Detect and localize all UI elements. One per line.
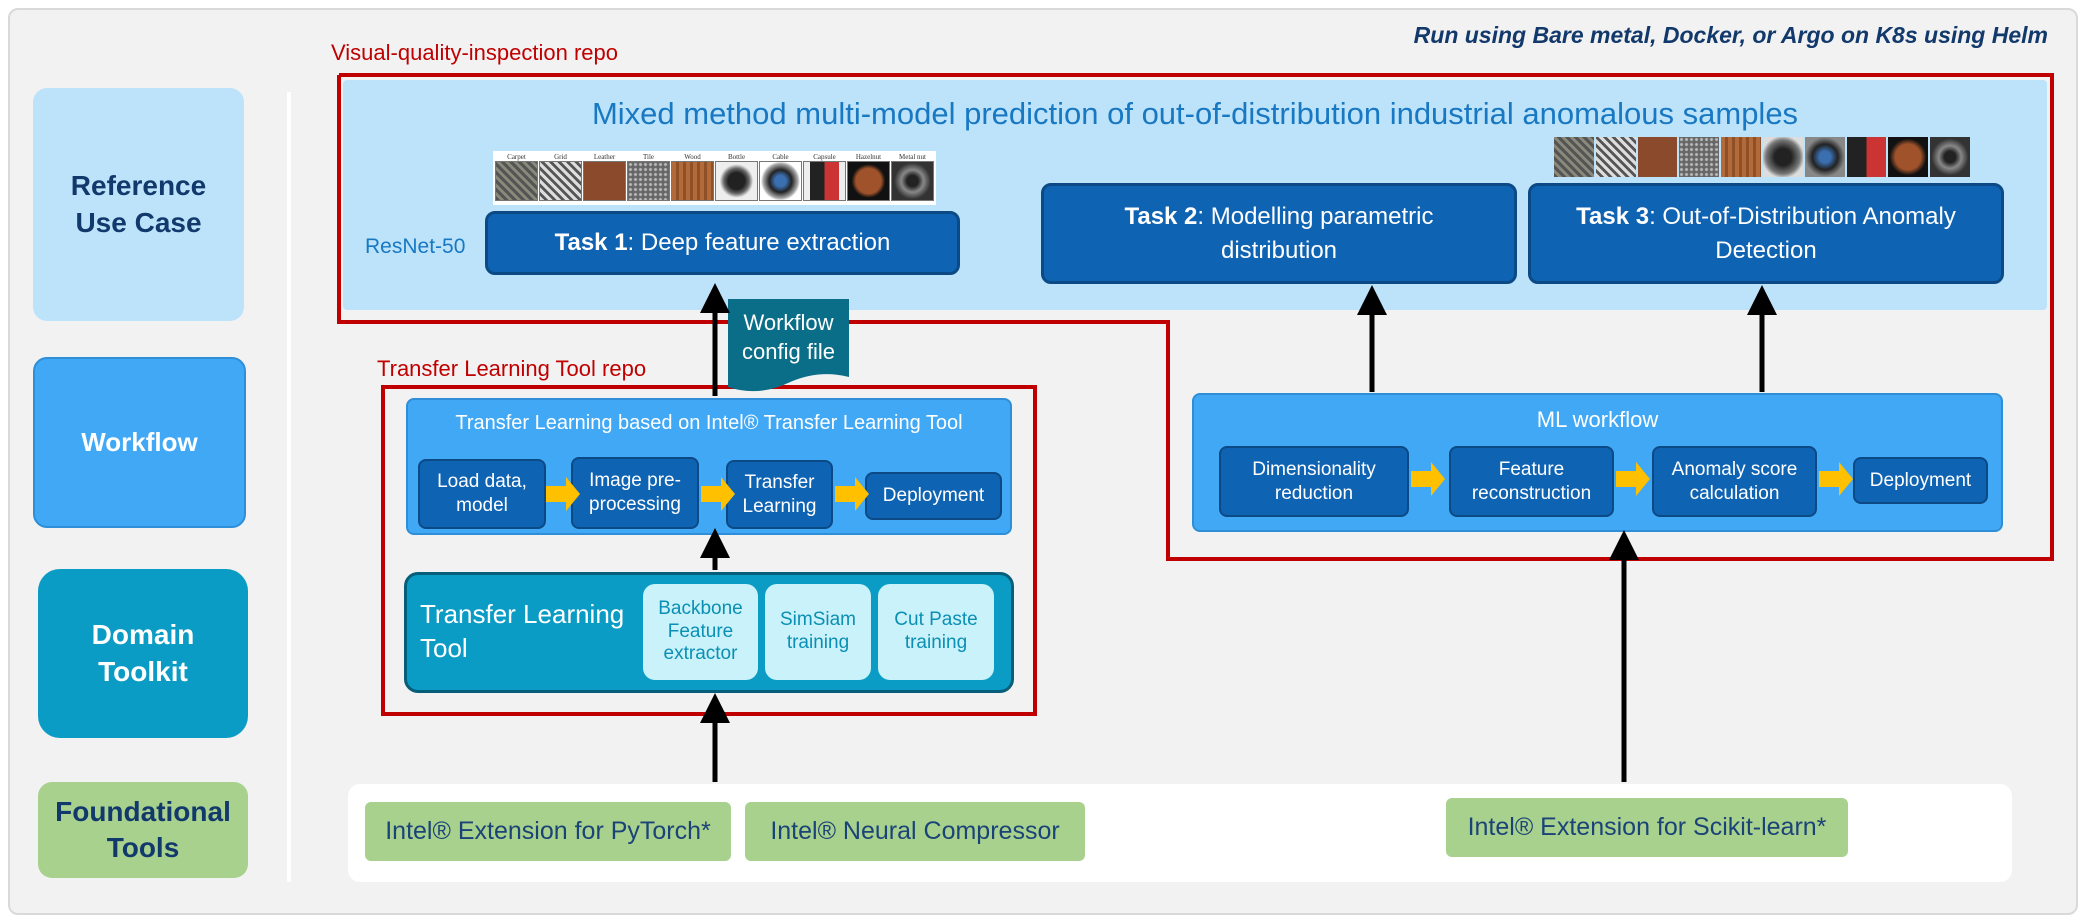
ml-workflow-title: ML workflow <box>1536 407 1659 432</box>
anomaly-sample-3 <box>1637 137 1678 177</box>
sample-image-strip-2 <box>1554 137 1970 177</box>
task2-number: Task 2 <box>1124 202 1198 230</box>
tlt-step-load-data: Load data, model <box>418 459 546 529</box>
vqi-title: Mixed method multi-model prediction of o… <box>591 96 1799 131</box>
tlt-workflow-title: Transfer Learning based on Intel® Transf… <box>455 412 963 434</box>
anomaly-sample-9 <box>1888 137 1929 177</box>
ml-step-deployment: Deployment <box>1853 457 1988 504</box>
tlt-step-transfer-learning: Transfer Learning <box>726 460 833 529</box>
layer-foundational-tools: Foundational Tools <box>38 782 248 878</box>
sample-cable: Cable <box>759 153 802 203</box>
sample-hazelnut: Hazelnut <box>847 153 890 203</box>
task1-box: Task 1: Deep feature extraction <box>485 211 960 275</box>
task2-box: Task 2: Modelling parametric distributio… <box>1041 183 1517 284</box>
tlt-step-deployment: Deployment <box>865 472 1002 520</box>
transfer-learning-tool-label: Transfer Learning Tool <box>420 599 625 663</box>
task3-text: : Out-of-Distribution Anomaly Detection <box>1649 202 1956 264</box>
anomaly-sample-10 <box>1930 137 1970 177</box>
sample-capsule: Capsule <box>803 153 846 203</box>
task2-text: : Modelling parametric distribution <box>1197 202 1434 264</box>
sample-grid: Grid <box>539 153 582 203</box>
layer-reference-use-case: Reference Use Case <box>33 88 244 321</box>
sample-bottle: Bottle <box>715 153 758 203</box>
sample-leather: Leather <box>583 153 626 203</box>
deployment-note: Run using Bare metal, Docker, or Argo on… <box>1413 22 2048 48</box>
ml-step-feature-reconstruction: Feature reconstruction <box>1449 446 1614 517</box>
neural-compressor-box: Intel® Neural Compressor <box>745 802 1085 861</box>
anomaly-sample-5 <box>1721 137 1761 177</box>
ml-step-dimensionality-reduction: Dimensionality reduction <box>1219 446 1409 517</box>
anomaly-sample-8 <box>1846 137 1887 177</box>
scikit-learn-extension-box: Intel® Extension for Scikit-learn* <box>1446 798 1848 857</box>
anomaly-sample-6 <box>1762 137 1803 177</box>
cut-paste-training-box: Cut Paste training <box>878 584 994 680</box>
task3-box: Task 3: Out-of-Distribution Anomaly Dete… <box>1528 183 2004 284</box>
anomaly-sample-2 <box>1595 137 1636 177</box>
backbone-feature-extractor-box: Backbone Feature extractor <box>643 584 758 680</box>
simsiam-training-box: SimSiam training <box>765 584 871 680</box>
sample-image-strip-1: Carpet Grid Leather Tile Wood Bottle Cab… <box>493 151 936 205</box>
sample-wood: Wood <box>671 153 714 203</box>
layer-domain-toolkit: Domain Toolkit <box>38 569 248 738</box>
layer-workflow: Workflow <box>33 357 246 528</box>
task1-text: : Deep feature extraction <box>627 229 891 256</box>
resnet-label: ResNet-50 <box>365 235 466 258</box>
task1-number: Task 1 <box>554 229 628 256</box>
sample-metal-nut: Metal nut <box>891 153 934 203</box>
pytorch-extension-box: Intel® Extension for PyTorch* <box>365 802 731 861</box>
ml-step-anomaly-score: Anomaly score calculation <box>1652 446 1817 517</box>
anomaly-sample-1 <box>1554 137 1594 177</box>
sample-carpet: Carpet <box>495 153 538 203</box>
workflow-config-file-shape <box>728 299 849 392</box>
tlt-repo-label: Transfer Learning Tool repo <box>377 356 647 381</box>
layer-divider <box>287 92 291 882</box>
sample-tile: Tile <box>627 153 670 203</box>
workflow-config-file-label: Workflow config file <box>742 310 835 364</box>
task3-number: Task 3 <box>1576 202 1650 230</box>
vqi-repo-label: Visual-quality-inspection repo <box>331 40 618 65</box>
tlt-step-image-preprocessing: Image pre-processing <box>571 457 699 529</box>
anomaly-sample-4 <box>1679 137 1720 177</box>
anomaly-sample-7 <box>1804 137 1845 177</box>
